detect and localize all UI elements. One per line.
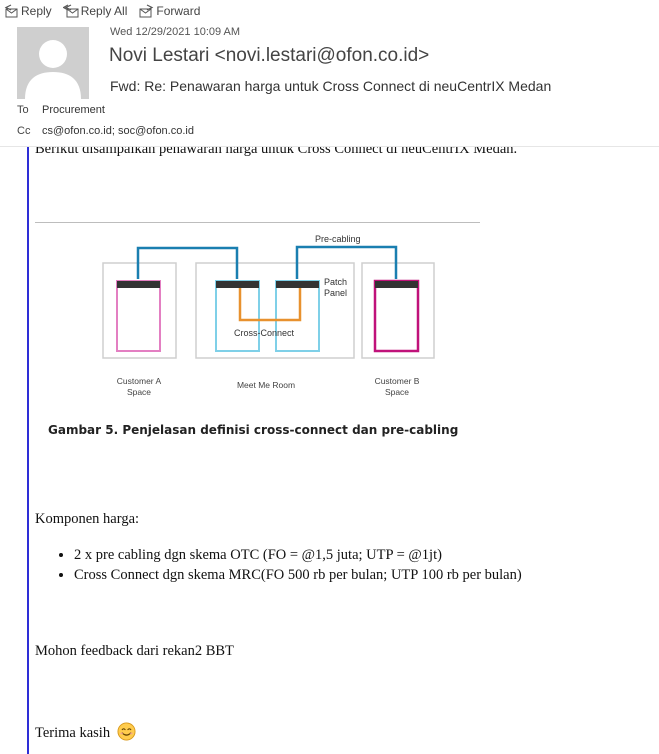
message-toolbar: Reply Reply All Forward (0, 0, 659, 22)
customer-b-label-line1: Customer B (375, 376, 420, 386)
reply-label: Reply (21, 4, 52, 18)
closing-line: Terima kasih (35, 722, 136, 742)
meet-me-room-label: Meet Me Room (237, 380, 295, 390)
reply-icon (4, 4, 18, 18)
cross-connect-cable (238, 288, 302, 322)
header-divider (0, 146, 659, 147)
reply-all-label: Reply All (80, 4, 128, 18)
customer-b-rack (373, 279, 420, 353)
intro-text: Berikut disampaikan penawaran harga untu… (35, 147, 518, 157)
customer-b-label-line2: Space (385, 387, 409, 397)
forward-button[interactable]: Forward (138, 3, 200, 19)
cc-label: Cc (17, 125, 31, 137)
customer-a-label-line2: Space (127, 387, 151, 397)
sender-name[interactable]: Novi Lestari <novi.lestari@ofon.co.id> (109, 45, 430, 66)
customer-a-label-line1: Customer A (117, 376, 162, 386)
meet-me-patch-panel-right (276, 281, 319, 288)
person-icon (17, 27, 89, 99)
cc-recipients[interactable]: cs@ofon.co.id; soc@ofon.co.id (42, 125, 194, 137)
customer-b-space (361, 262, 435, 359)
forward-label: Forward (156, 4, 201, 18)
sent-date: Wed 12/29/2021 10:09 AM (110, 26, 241, 38)
pre-cabling-label: Pre-cabling (315, 234, 361, 244)
closing-text: Terima kasih (35, 725, 111, 741)
list-item: 2 x pre cabling dgn skema OTC (FO = @1,5… (74, 545, 522, 565)
patch-label: Patch (324, 277, 347, 287)
meet-me-rack-right (275, 280, 320, 352)
reply-all-button[interactable]: Reply All (62, 3, 128, 19)
to-recipients[interactable]: Procurement (42, 104, 105, 116)
customer-a-rack (116, 280, 161, 352)
meet-me-patch-panel-left (216, 281, 259, 288)
to-label: To (17, 104, 29, 116)
pre-cabling-link-a (136, 246, 239, 279)
cross-connect-label: Cross-Connect (234, 328, 295, 338)
list-item: Cross Connect dgn skema MRC(FO 500 rb pe… (74, 565, 522, 585)
figure-caption: Gambar 5. Penjelasan definisi cross-conn… (48, 423, 459, 437)
email-subject: Fwd: Re: Penawaran harga untuk Cross Con… (110, 78, 552, 94)
sender-avatar (17, 27, 89, 99)
reply-all-icon (62, 4, 79, 18)
cross-connect-diagram: Pre-cabling Patch Panel Cross-Connect Cu… (102, 234, 435, 397)
message-body: Berikut disampaikan penawaran harga untu… (0, 147, 659, 754)
customer-a-patch-panel (117, 281, 160, 288)
price-list: 2 x pre cabling dgn skema OTC (FO = @1,5… (35, 545, 522, 585)
feedback-request: Mohon feedback dari rekan2 BBT (35, 643, 234, 659)
quote-bar (27, 147, 29, 754)
forward-icon (139, 4, 154, 18)
meet-me-room-space (195, 262, 355, 359)
panel-label: Panel (324, 288, 347, 298)
horizontal-rule (35, 222, 480, 223)
reply-button[interactable]: Reply (3, 3, 52, 19)
komponen-heading: Komponen harga: (35, 511, 140, 527)
customer-a-space (102, 262, 177, 359)
customer-b-patch-panel (375, 281, 418, 288)
meet-me-rack-left (215, 280, 260, 352)
smiling-face-icon (117, 722, 136, 741)
pre-cabling-link-b (295, 245, 398, 279)
